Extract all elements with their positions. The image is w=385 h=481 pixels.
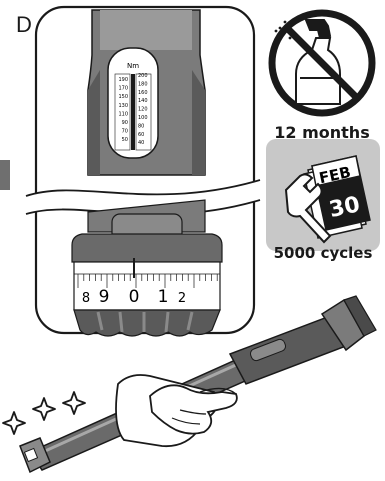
- scale-tick-right: 60: [138, 132, 144, 138]
- micrometer-scale: [74, 258, 220, 310]
- panel-label: D: [16, 12, 32, 38]
- scale-tick-right: 180: [138, 81, 148, 87]
- scale-tick-left: 50: [122, 137, 128, 143]
- scale-tick-left: 190: [118, 77, 128, 83]
- sparkle-icon: [3, 392, 85, 434]
- scale-tick-left: 130: [118, 103, 128, 109]
- scale-tick-left: 70: [122, 129, 128, 135]
- scale-tick-right: 200: [138, 73, 148, 79]
- scale-tick-left: 90: [122, 120, 128, 126]
- interval-cycles-label: 5000 cycles: [264, 244, 382, 262]
- micrometer-digit-1: 8: [82, 291, 90, 306]
- scale-tick-left: 170: [118, 86, 128, 92]
- interval-months-label: 12 months: [266, 123, 378, 142]
- scale-tick-right: 140: [138, 98, 148, 104]
- scale-tick-right: 80: [138, 123, 144, 129]
- side-marker: [0, 160, 10, 190]
- scale-tick-right: 120: [138, 107, 148, 113]
- scale-tick-right: 160: [138, 90, 148, 96]
- scale-tick-right: 40: [138, 140, 144, 146]
- no-spray-icon: [272, 13, 372, 113]
- knurled-grip: [74, 310, 220, 336]
- micrometer-digit-5: 2: [178, 291, 186, 306]
- scale-unit-label: Nm: [127, 62, 139, 70]
- micrometer-digit-3: 0: [129, 287, 140, 307]
- scale-tick-left: 150: [118, 94, 128, 100]
- scale-tick-right: 100: [138, 115, 148, 121]
- micrometer-digit-4: 1: [158, 287, 169, 307]
- micrometer-digit-2: 9: [99, 287, 110, 307]
- scale-tick-left: 110: [118, 111, 128, 117]
